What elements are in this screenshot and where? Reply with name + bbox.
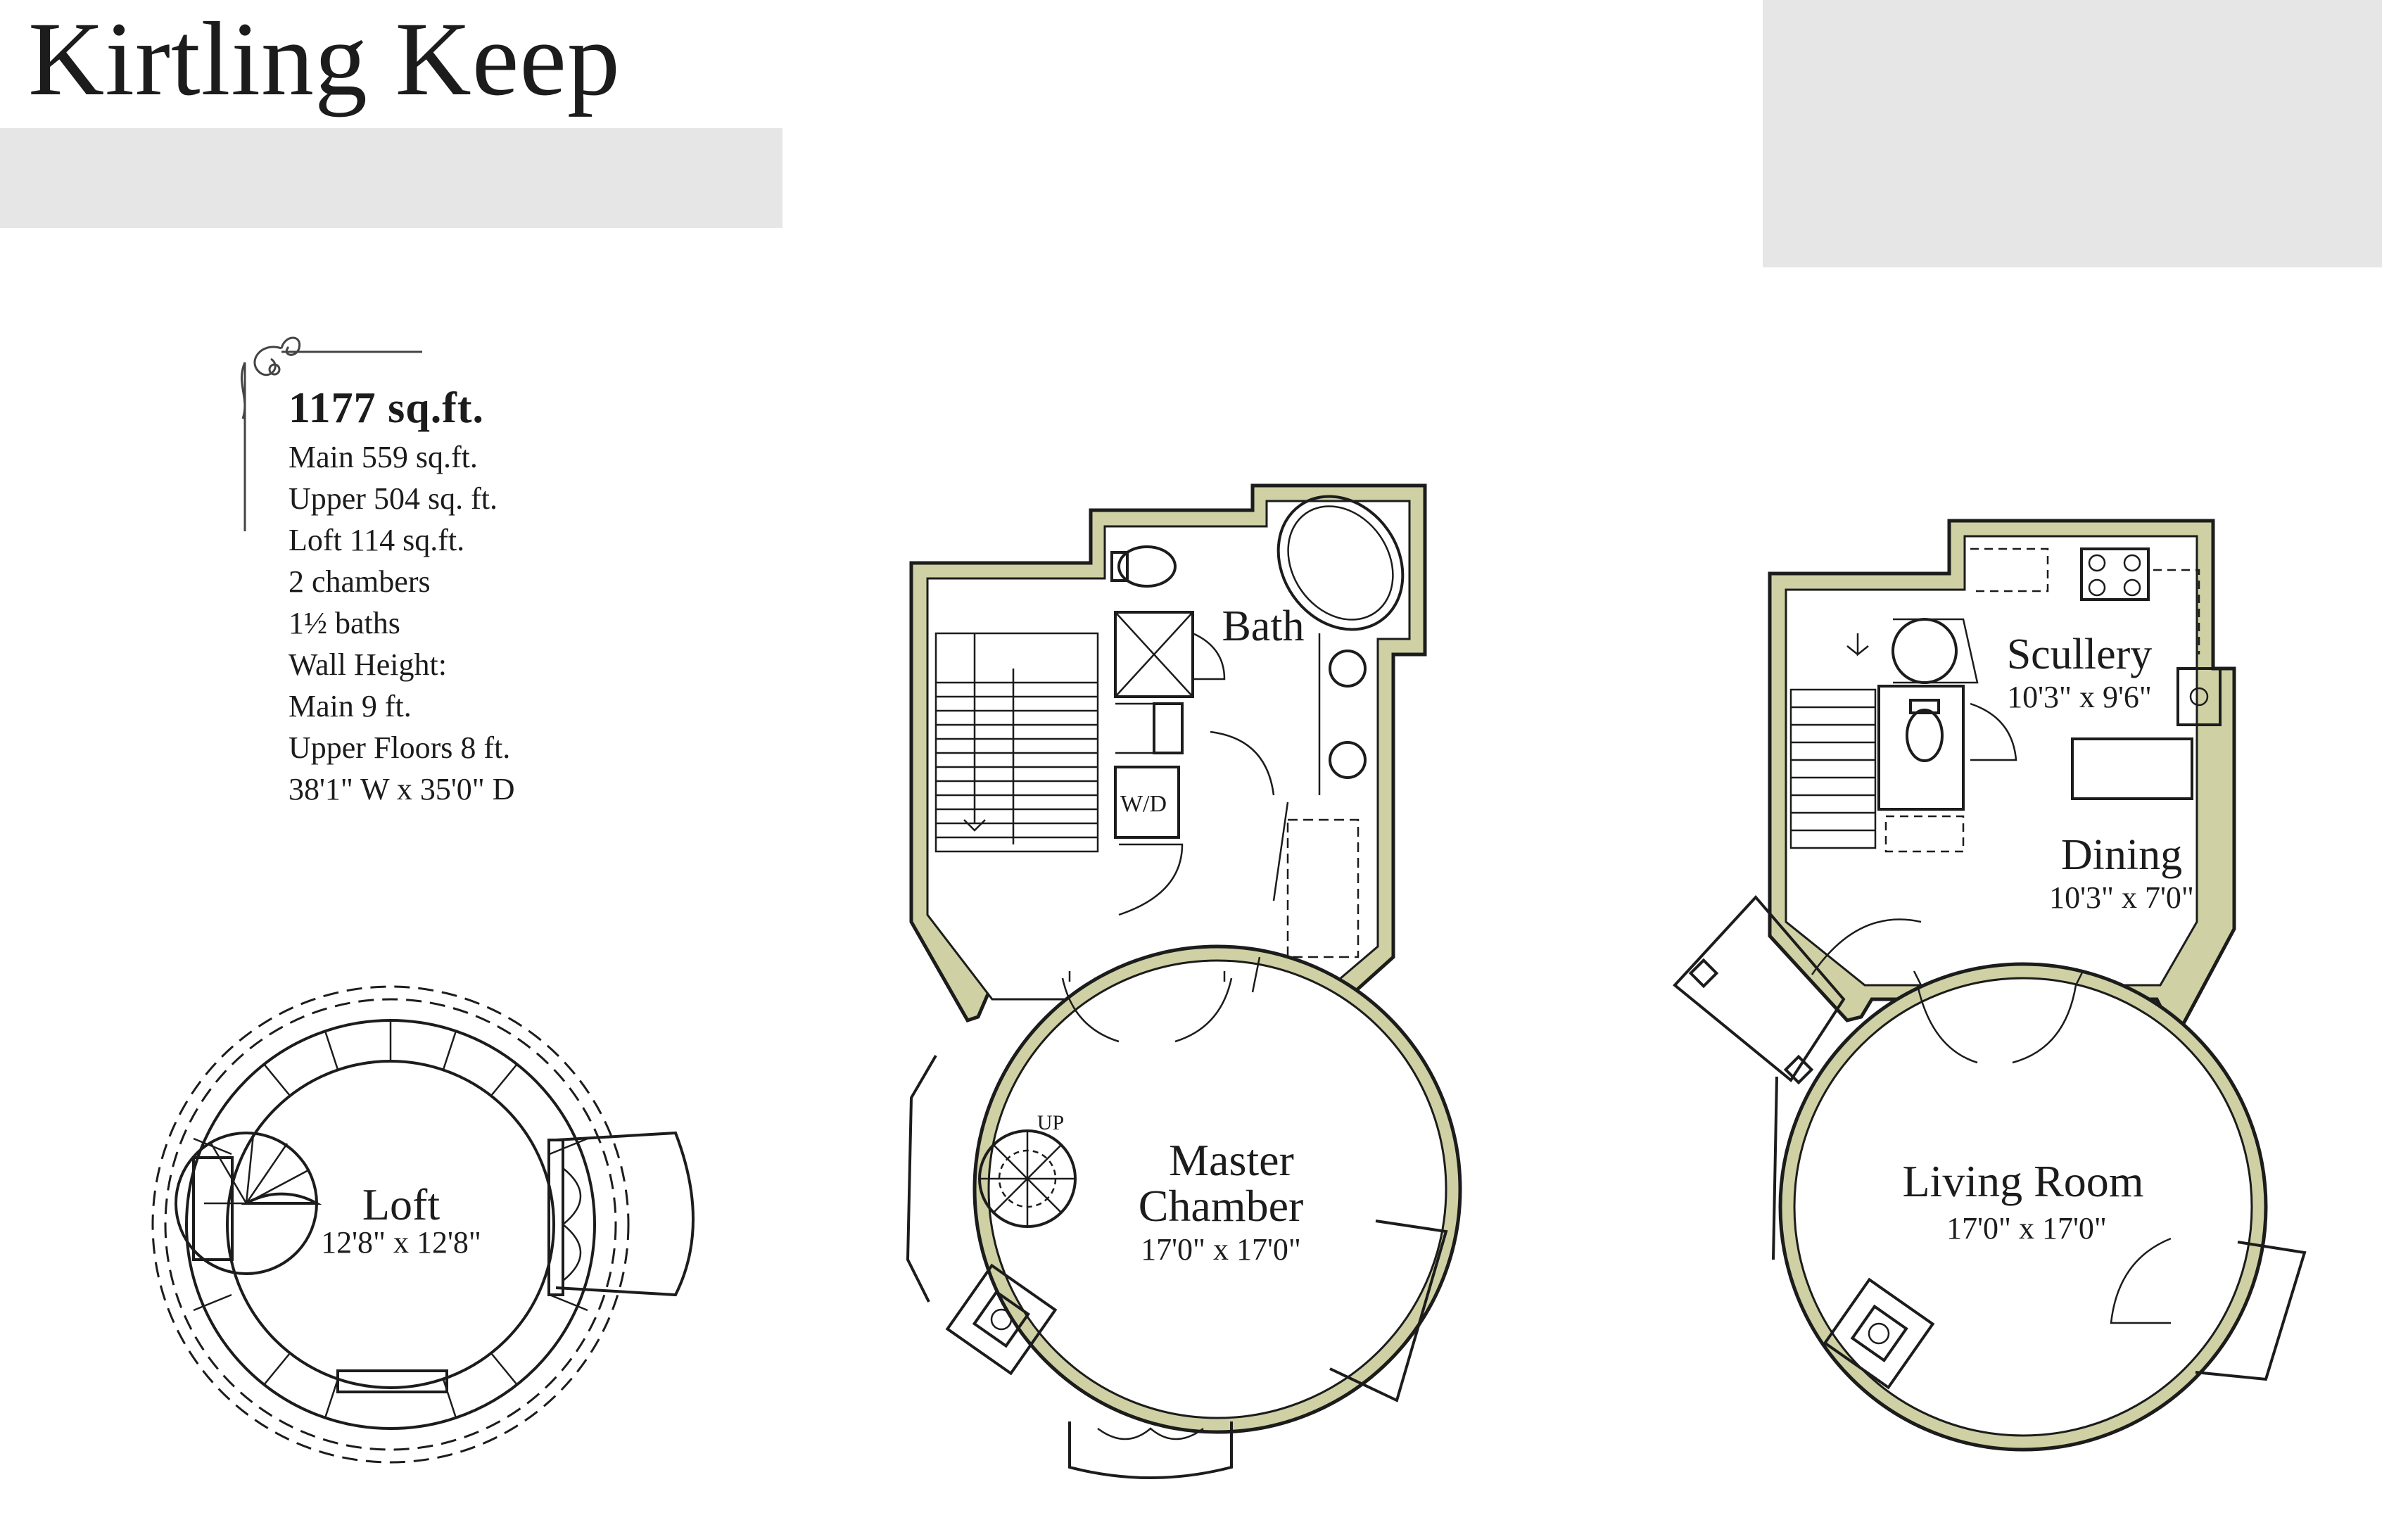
upper-floor-plan: Bath W/D UP Master Chamber 17'0" x 17'0" <box>906 483 1462 1479</box>
master-chamber-label-line2: Chamber <box>1139 1181 1304 1231</box>
upper-bath-fixtures <box>1110 495 1405 839</box>
upper-fireplace <box>945 1263 1058 1376</box>
loft-room-name: Loft <box>362 1179 440 1229</box>
flourish-ornament-icon <box>241 336 422 531</box>
total-area: 1177 sq.ft. <box>289 384 484 432</box>
upper-doors <box>1061 730 1360 1043</box>
stats-list: Main 559 sq.ft. Upper 504 sq. ft. Loft 1… <box>289 436 515 810</box>
main-doors <box>1811 918 2172 1324</box>
upper-spiral-stair <box>978 1129 1077 1228</box>
main-bay-window <box>1772 1076 2307 1381</box>
loft-spiral-stair <box>175 1132 322 1275</box>
dining-label: Dining <box>2061 831 2182 879</box>
stat-main-wall-height: Main 9 ft. <box>289 689 412 723</box>
upper-inner-floor <box>926 500 1411 1001</box>
stat-dimensions: 38'1" W x 35'0" D <box>289 772 515 806</box>
main-scullery-fixtures <box>1877 547 2222 853</box>
loft-plan: Loft 12'8" x 12'8" <box>151 985 695 1464</box>
stat-chambers: 2 chambers <box>289 564 431 599</box>
master-chamber-label-line1: Master <box>1169 1135 1294 1185</box>
main-stairs <box>1789 633 1877 849</box>
main-tower-floor <box>1793 977 2253 1437</box>
upper-stairs <box>934 632 1099 853</box>
main-entry-porch <box>1673 894 1846 1085</box>
scullery-label: Scullery <box>2007 631 2153 678</box>
stat-upper-wall-height: Upper Floors 8 ft. <box>289 730 511 765</box>
stat-baths: 1½ baths <box>289 606 400 640</box>
stats-panel: 1177 sq.ft. Main 559 sq.ft. Upper 504 sq… <box>289 380 515 810</box>
scullery-dims: 10'3" x 9'6" <box>2007 680 2152 714</box>
main-floor-plan: Scullery 10'3" x 9'6" Dining 10'3" x 7'0… <box>1673 519 2307 1452</box>
loft-outer-dashed-ring-2 <box>164 998 617 1451</box>
stat-wall-height-heading: Wall Height: <box>289 647 447 682</box>
stat-loft-area: Loft 114 sq.ft. <box>289 523 465 557</box>
loft-window-bottom <box>336 1369 448 1393</box>
upper-bath-label: Bath <box>1222 602 1304 650</box>
stat-upper-area: Upper 504 sq. ft. <box>289 481 498 516</box>
upper-bay-windows <box>906 1054 1448 1479</box>
loft-outer-dashed-ring <box>151 985 630 1464</box>
living-room-dims: 17'0" x 17'0" <box>1946 1211 2107 1246</box>
upper-wd-label: W/D <box>1120 791 1167 817</box>
loft-ring-segments <box>193 1020 588 1419</box>
page-title: Kirtling Keep <box>28 1 621 118</box>
loft-room-dims: 12'8" x 12'8" <box>321 1225 481 1260</box>
loft-balcony <box>547 1131 695 1297</box>
master-chamber-dims: 17'0" x 17'0" <box>1141 1232 1301 1267</box>
dining-dims: 10'3" x 7'0" <box>2049 880 2194 915</box>
title-underline-band <box>0 128 782 228</box>
upper-stair-up-label: UP <box>1037 1111 1064 1134</box>
image-placeholder-box <box>1763 0 2382 267</box>
living-room-label: Living Room <box>1902 1156 2143 1206</box>
upper-tower-floor <box>987 959 1447 1419</box>
stat-main-area: Main 559 sq.ft. <box>289 440 478 474</box>
main-fireplace <box>1823 1277 1935 1390</box>
